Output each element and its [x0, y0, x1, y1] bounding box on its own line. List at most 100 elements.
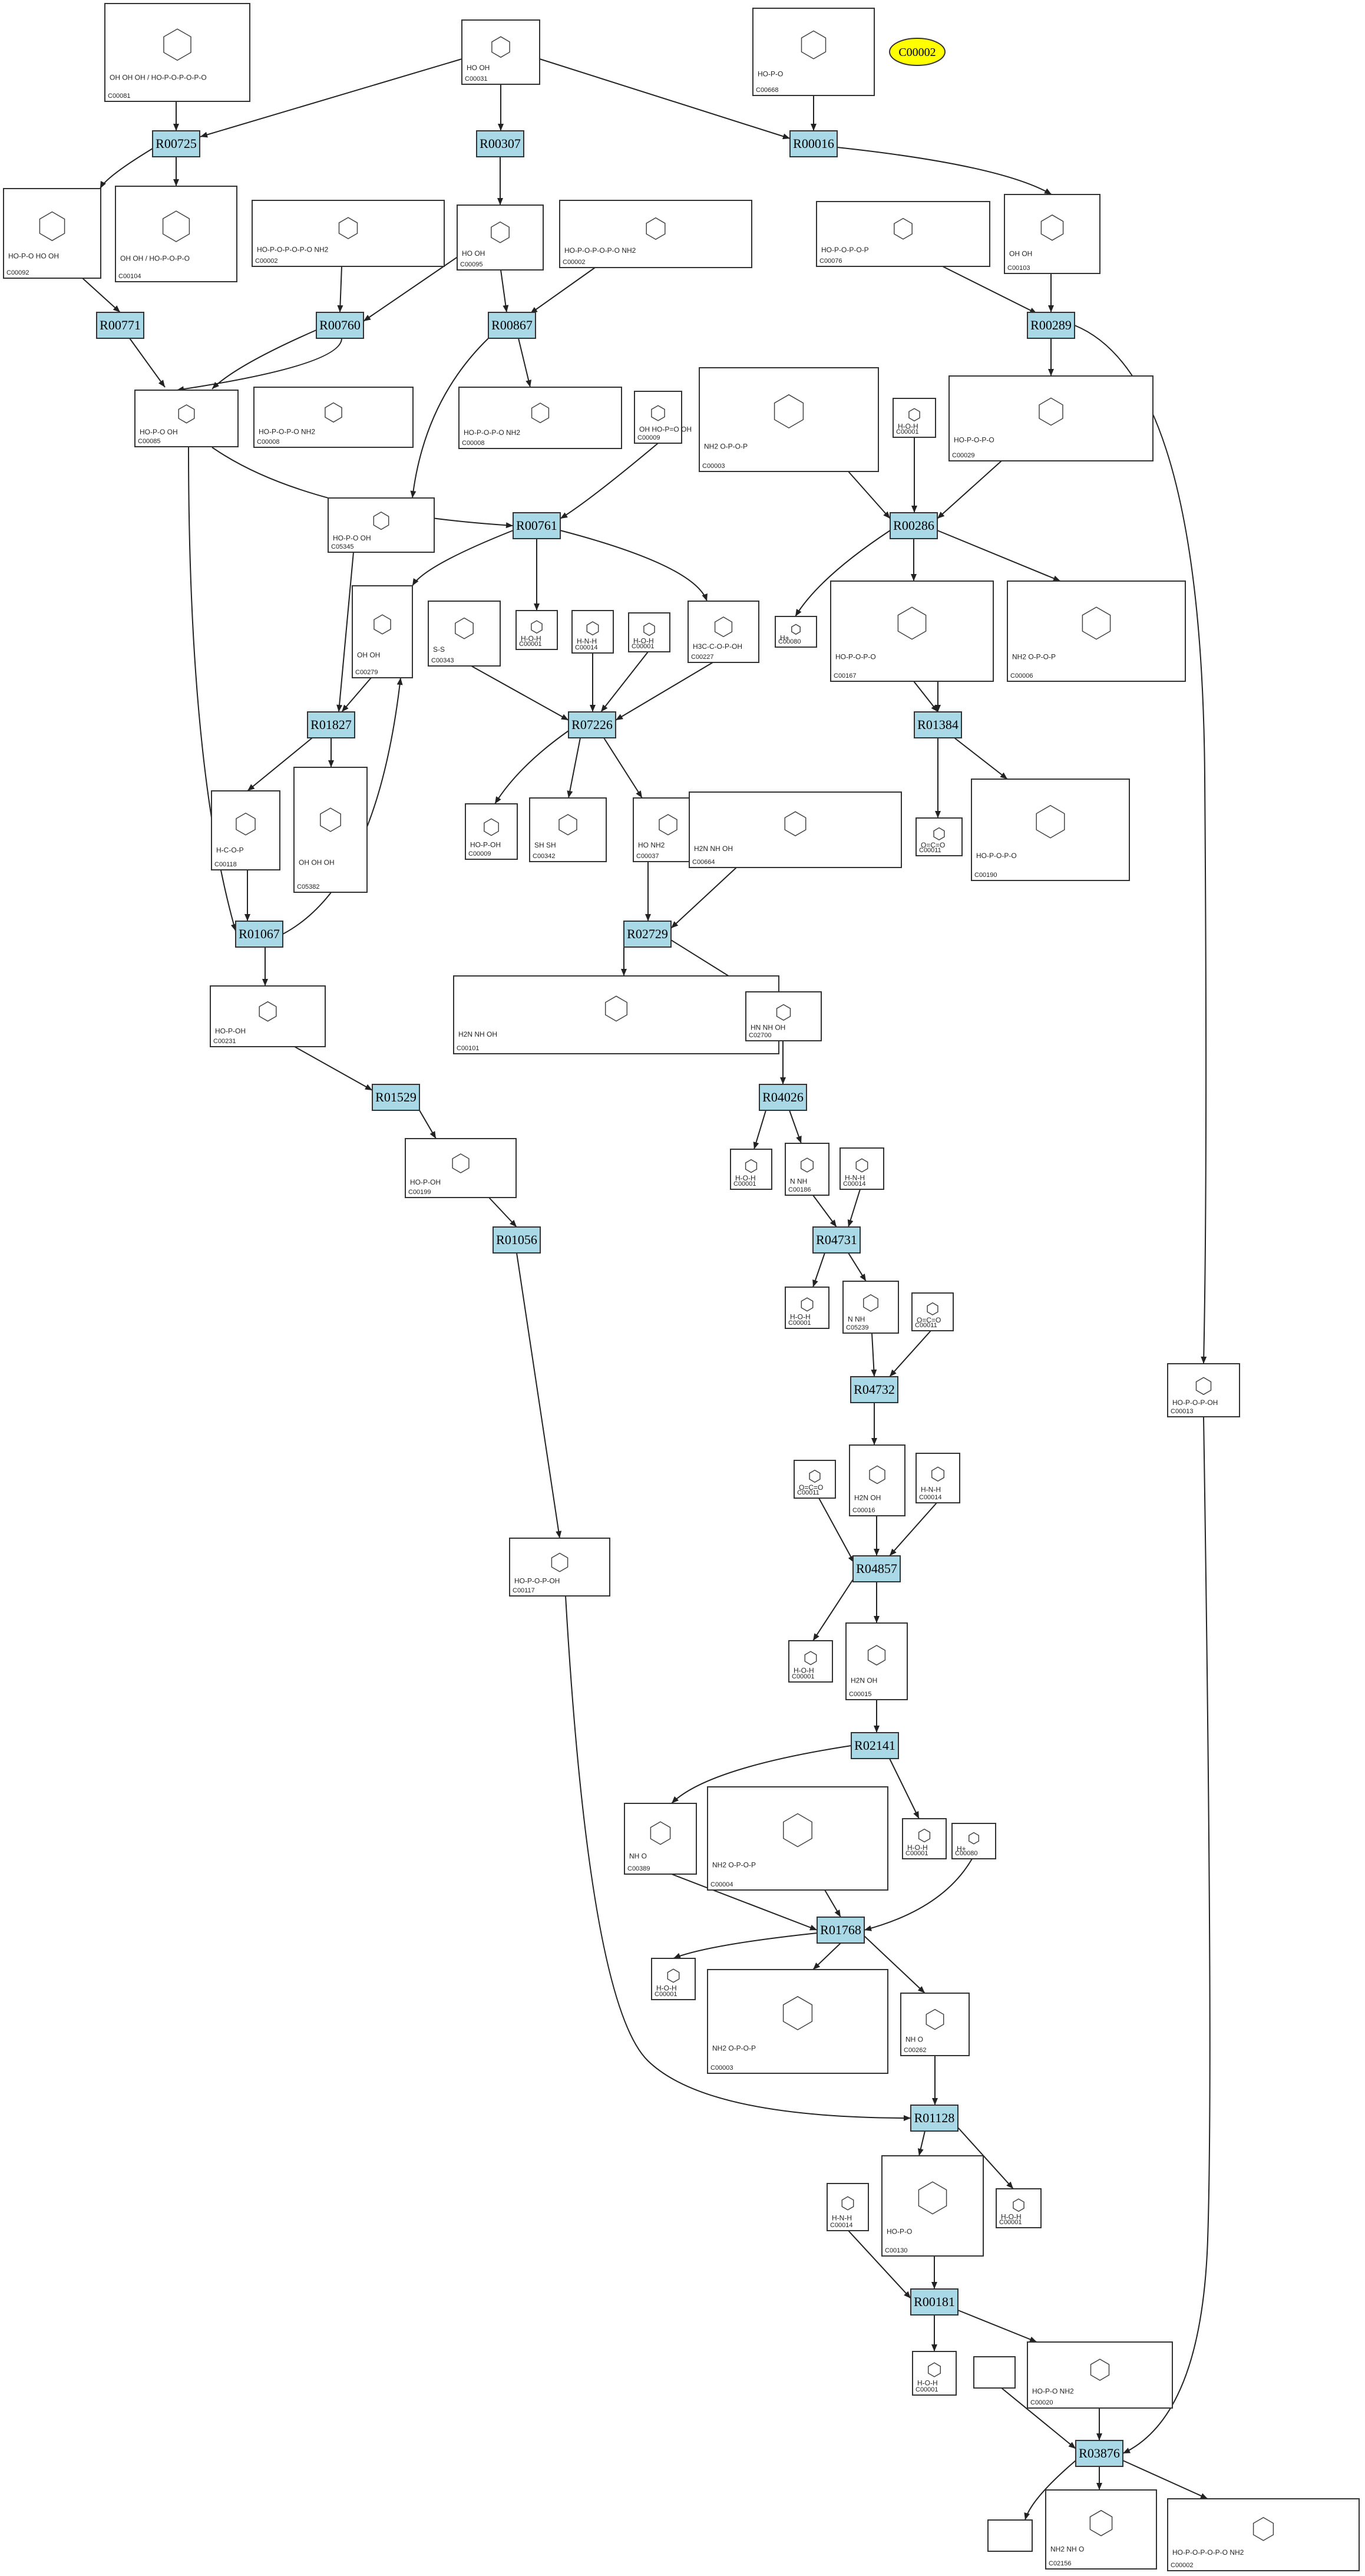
reaction-node[interactable]: R01067: [235, 921, 283, 948]
reaction-node[interactable]: R00867: [488, 312, 536, 339]
reaction-node[interactable]: R01827: [307, 711, 355, 738]
reaction-node[interactable]: R00289: [1027, 312, 1075, 339]
reaction-node[interactable]: R02729: [623, 921, 672, 948]
edge-R00286-n27: [937, 530, 1061, 582]
reaction-node[interactable]: R02141: [851, 1732, 899, 1759]
reaction-node[interactable]: R00307: [476, 130, 524, 157]
compound-id: C00001: [792, 1673, 815, 1680]
highlight-marker[interactable]: C00002: [889, 38, 946, 66]
reaction-node[interactable]: R01056: [493, 1226, 541, 1254]
reaction-node[interactable]: R07226: [568, 711, 616, 738]
reaction-node[interactable]: R04731: [812, 1226, 861, 1254]
reaction-node[interactable]: R04026: [759, 1084, 807, 1111]
compound-id: C00004: [710, 1881, 733, 1888]
compound-node[interactable]: H+C00080: [951, 1823, 996, 1859]
reaction-node[interactable]: R00761: [513, 512, 561, 539]
compound-node[interactable]: [973, 2356, 1016, 2389]
reaction-node[interactable]: R00181: [910, 2288, 959, 2316]
reaction-node[interactable]: R00760: [316, 312, 364, 339]
reaction-node[interactable]: R00016: [789, 130, 838, 157]
compound-node[interactable]: H+C00080: [775, 616, 817, 648]
compound-id: C00130: [885, 2247, 908, 2254]
reaction-node[interactable]: R00771: [96, 312, 144, 339]
reaction-node[interactable]: R03876: [1075, 2440, 1123, 2467]
reaction-node[interactable]: R01768: [817, 1917, 865, 1944]
structure-ring: [968, 1832, 980, 1845]
reaction-node[interactable]: R04732: [850, 1376, 898, 1403]
reaction-node[interactable]: R00725: [152, 130, 200, 157]
edge-arrowhead: [567, 790, 573, 798]
reaction-node[interactable]: R01128: [910, 2105, 959, 2132]
reaction-node[interactable]: R01529: [372, 1084, 420, 1111]
edge-arrowhead: [813, 1962, 821, 1970]
compound-node[interactable]: [987, 2519, 1033, 2552]
reaction-node[interactable]: R01384: [914, 711, 962, 738]
reaction-node[interactable]: R00286: [890, 512, 938, 539]
reaction-node[interactable]: R04857: [852, 1555, 901, 1582]
